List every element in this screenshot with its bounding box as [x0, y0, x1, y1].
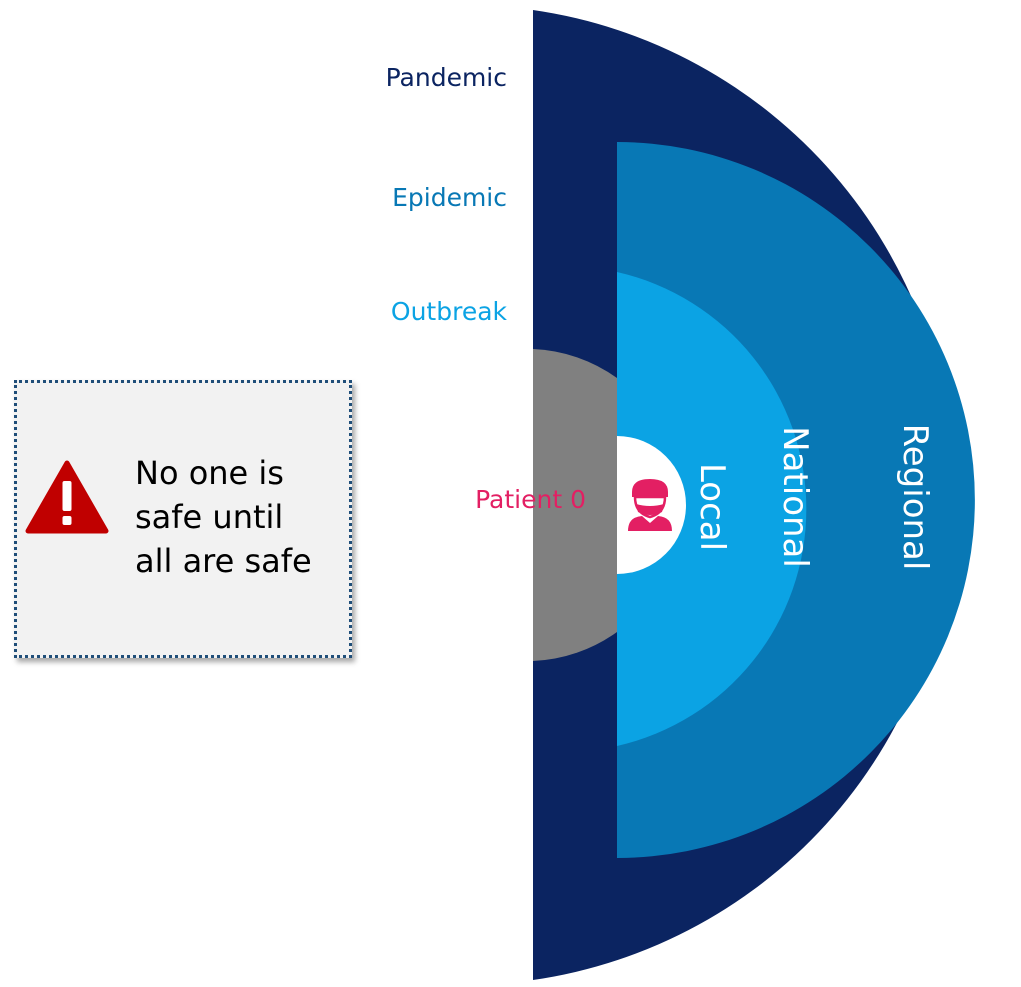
level-label-epidemic: Epidemic: [392, 183, 507, 212]
callout-message: No one is safe until all are safe: [135, 451, 345, 583]
callout-line: safe until: [135, 498, 284, 536]
masked-person-icon: [628, 479, 672, 531]
callout-line: No one is: [135, 454, 284, 492]
safety-callout: No one is safe until all are safe: [14, 380, 352, 658]
patient-zero-zone: [533, 349, 617, 661]
ring-label-regional: Regional: [895, 424, 935, 571]
callout-line: all are safe: [135, 542, 312, 580]
level-label-pandemic: Pandemic: [385, 63, 507, 92]
patient-zero-label: Patient 0: [475, 485, 586, 514]
outbreak-ring: [617, 272, 807, 746]
level-label-outbreak: Outbreak: [390, 297, 507, 326]
warning-triangle-icon: [25, 460, 109, 534]
ring-label-local: Local: [692, 463, 732, 551]
ring-label-national: National: [775, 426, 815, 568]
